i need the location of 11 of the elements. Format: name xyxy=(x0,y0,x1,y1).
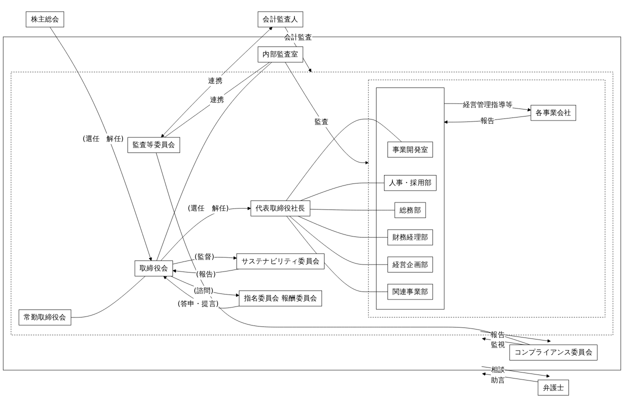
connector xyxy=(300,182,384,201)
cluster xyxy=(376,88,444,310)
cluster xyxy=(368,80,606,318)
connector xyxy=(286,118,402,201)
connector xyxy=(289,216,388,265)
connector xyxy=(70,276,146,318)
connector xyxy=(298,216,388,238)
connector xyxy=(164,62,270,138)
connector xyxy=(156,152,530,346)
connector xyxy=(310,208,396,210)
connector xyxy=(286,216,388,292)
